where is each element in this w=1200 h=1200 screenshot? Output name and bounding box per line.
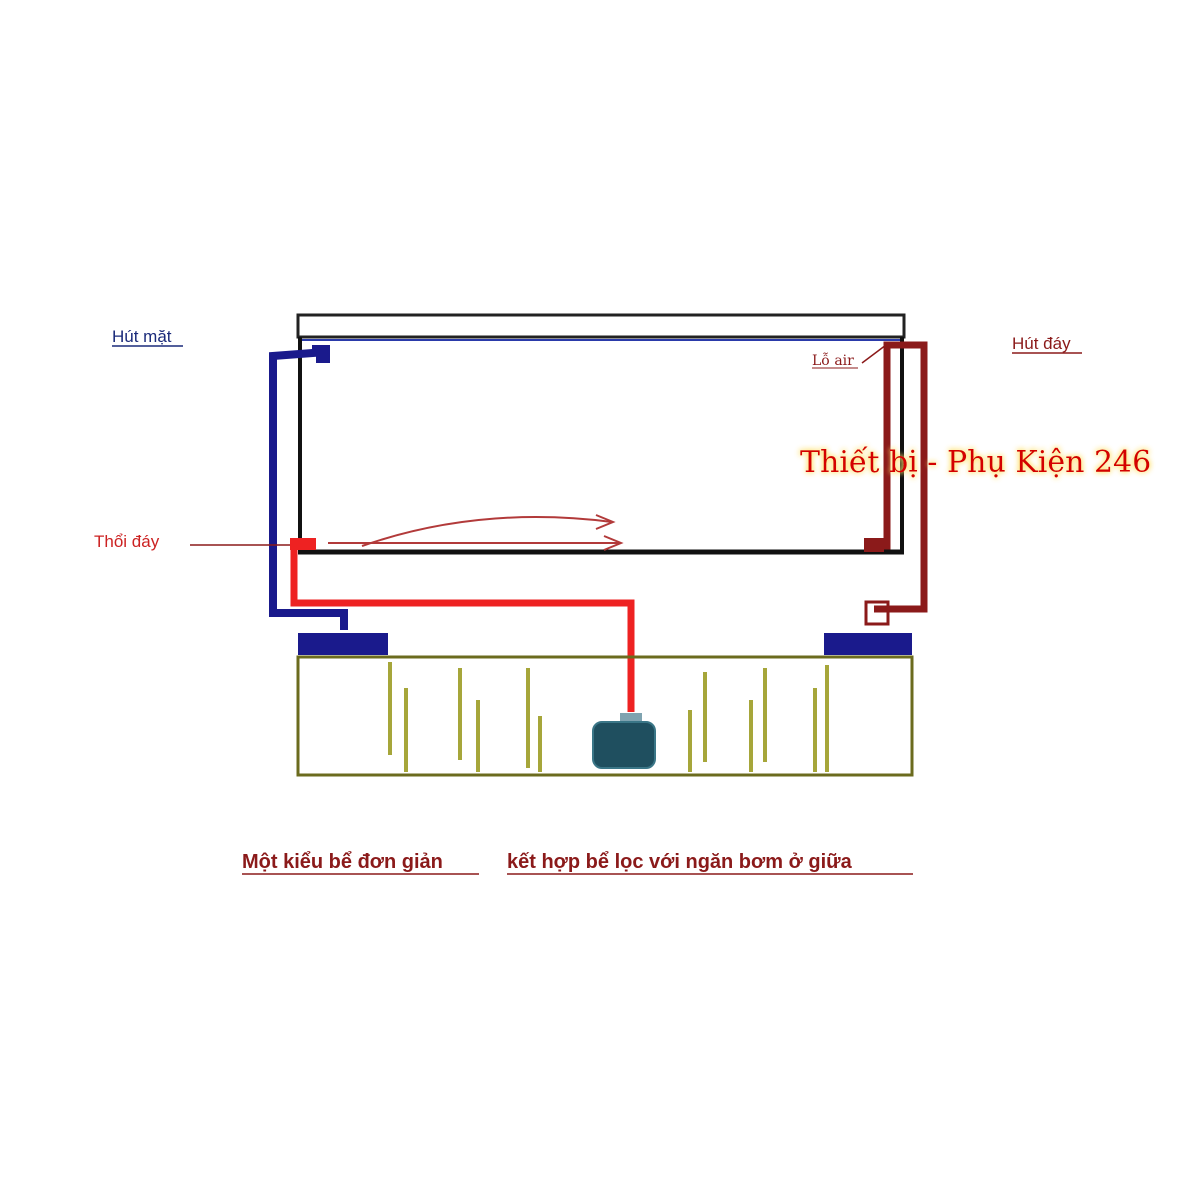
bottom-suction-text: Hút đáy xyxy=(1012,334,1071,353)
display-tank xyxy=(296,313,906,555)
watermark-text: Thiết bị - Phụ Kiện 246 xyxy=(800,445,1151,480)
surface-suction-label: Hút mặt xyxy=(112,327,183,347)
surface-suction-pipe xyxy=(269,348,348,630)
surface-skimmer-inlet xyxy=(312,345,330,363)
bottom-blow-outlet xyxy=(290,538,316,550)
caption-right-text: kết hợp bể lọc với ngăn bơm ở giữa xyxy=(507,851,853,873)
sump-lid-right xyxy=(824,633,912,655)
bottom-blow-text: Thổi đáy xyxy=(94,532,160,551)
bottom-return-outlet xyxy=(864,600,890,626)
tank-lid xyxy=(296,313,906,339)
caption-left-text: Một kiểu bể đơn giản xyxy=(242,851,443,873)
surface-suction-text: Hút mặt xyxy=(112,327,172,346)
pump-icon xyxy=(592,713,656,769)
bottom-blow-label: Thổi đáy xyxy=(94,532,160,551)
air-hole-text: Lỗ air xyxy=(812,352,854,369)
flow-arrow-icon xyxy=(328,514,624,551)
air-hole-label: Lỗ air xyxy=(812,352,858,369)
sump-baffles xyxy=(388,662,829,772)
bottom-suction-inlet xyxy=(864,538,884,552)
filter-sump xyxy=(296,633,914,777)
caption: Một kiểu bể đơn giản kết hợp bể lọc với … xyxy=(242,851,913,875)
air-hole-pointer xyxy=(861,344,887,364)
bottom-suction-label: Hút đáy xyxy=(1012,334,1082,354)
sump-lid-left xyxy=(298,633,388,655)
bottom-suction-pipe xyxy=(874,341,928,613)
sump-body xyxy=(296,655,914,777)
